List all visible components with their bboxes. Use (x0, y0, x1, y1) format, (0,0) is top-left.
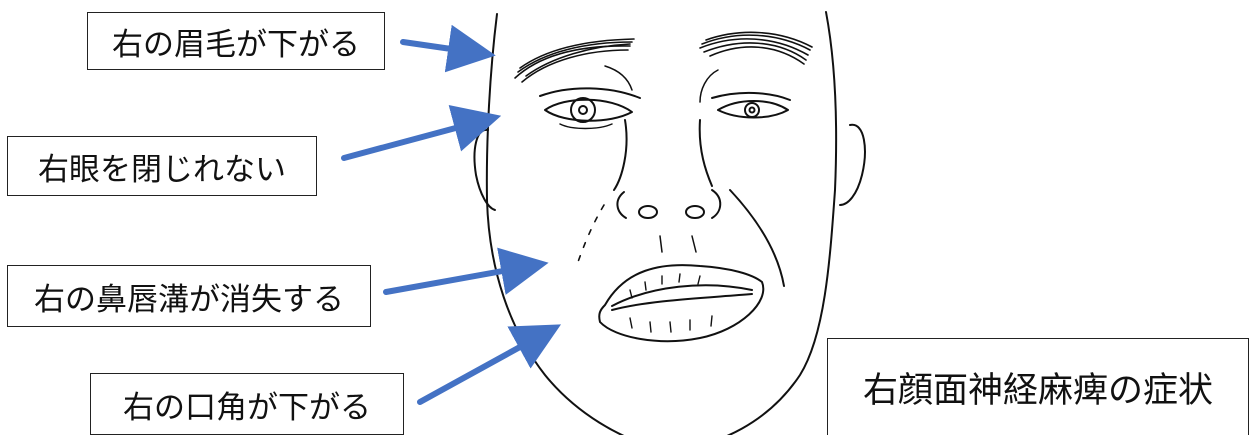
nasolabial-label: 右の鼻唇溝が消失する (7, 265, 371, 327)
title-box: 右顔面神経麻痺の症状 (827, 338, 1249, 435)
right-brow-line (605, 66, 632, 90)
right-ear (475, 130, 496, 210)
eye-arrow (344, 122, 478, 158)
right-eyebrow (515, 39, 634, 82)
mouth-corner-label: 右の口角が下がる (90, 373, 404, 435)
eyebrow-label-text: 右の眉毛が下がる (112, 19, 360, 64)
page-title: 右顔面神経麻痺の症状 (863, 362, 1213, 413)
nasolabial-label-text: 右の鼻唇溝が消失する (34, 274, 344, 319)
left-ear (840, 125, 865, 205)
face-outline (487, 12, 836, 435)
nose (614, 120, 720, 218)
eye-label: 右眼を閉じれない (7, 136, 317, 196)
nasolabial-arrow (386, 267, 525, 292)
mouth-corner-label-text: 右の口角が下がる (123, 382, 371, 427)
left-eye (712, 93, 790, 118)
left-eyebrow (700, 32, 812, 64)
philtrum (660, 236, 696, 252)
mouth-corner-arrow (420, 336, 540, 402)
eye-label-text: 右眼を閉じれない (38, 144, 286, 189)
eyebrow-arrow (403, 42, 472, 52)
lips (599, 265, 763, 341)
eyebrow-label: 右の眉毛が下がる (87, 12, 385, 70)
right-nasolabial-fold (578, 205, 604, 262)
